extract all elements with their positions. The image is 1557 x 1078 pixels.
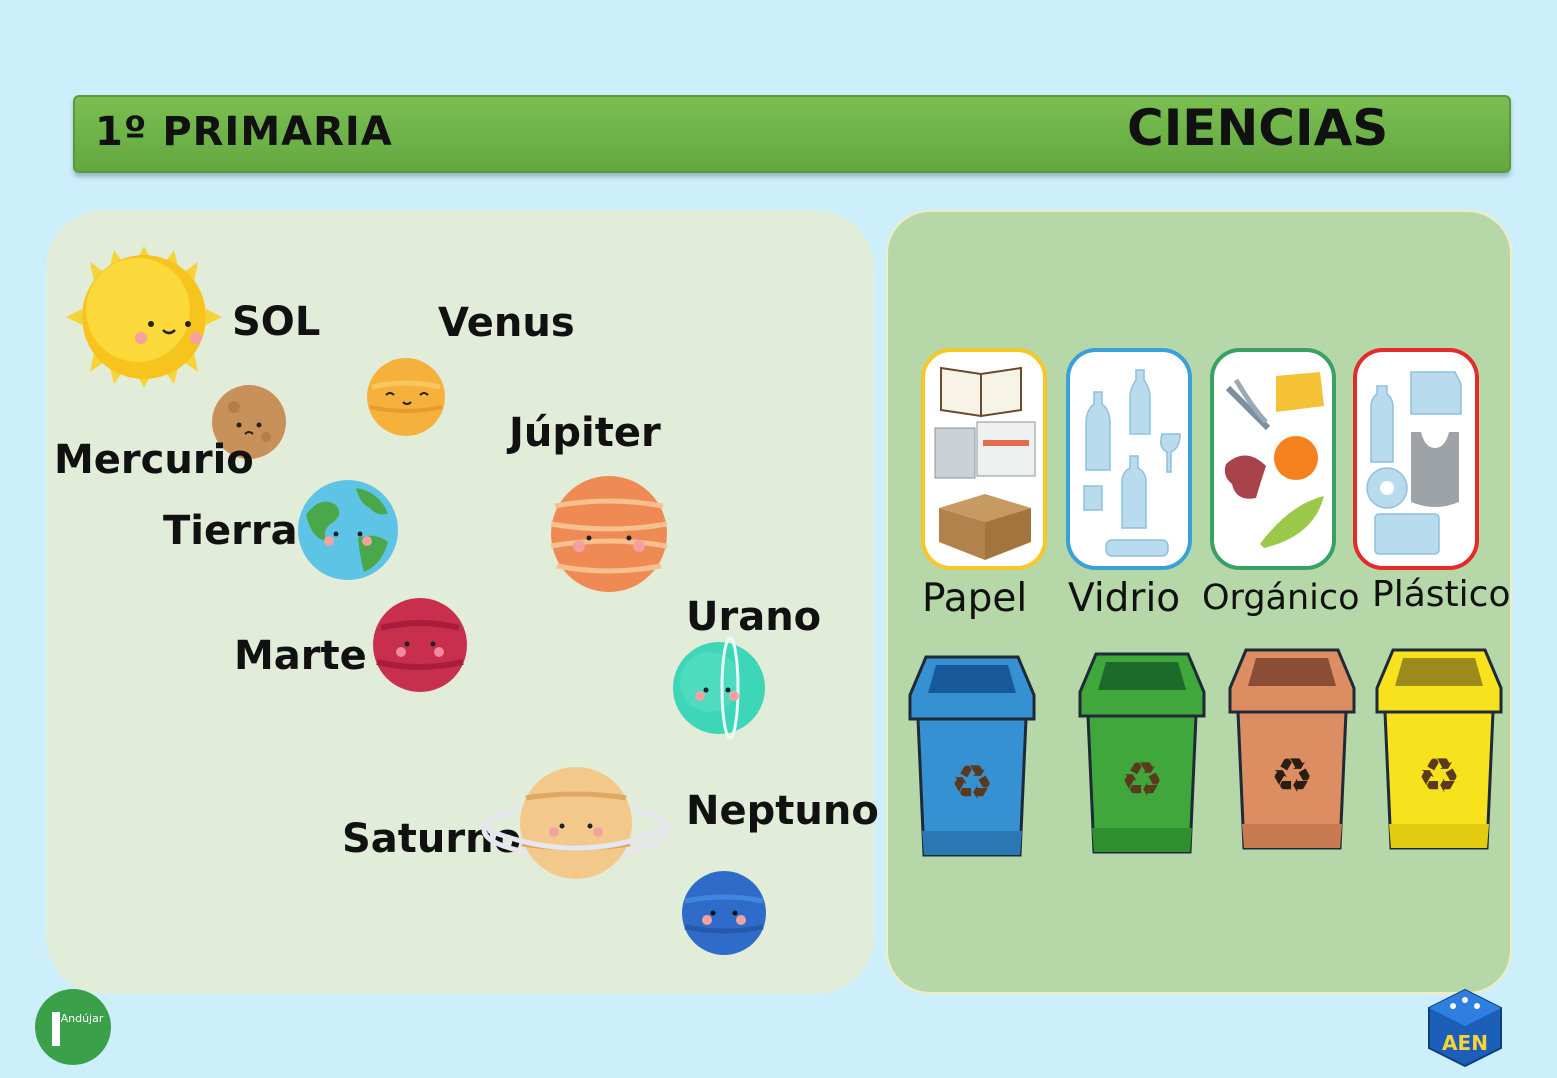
planet-label-urano: Urano (686, 594, 822, 640)
neptune-icon (682, 871, 766, 955)
subject-title: CIENCIAS (1127, 99, 1389, 157)
uranus-icon (673, 636, 765, 740)
svg-text:♻: ♻ (1417, 748, 1460, 804)
svg-text:♻: ♻ (950, 755, 993, 811)
header-bar: 1º PRIMARIA CIENCIAS (73, 95, 1511, 173)
jupiter-icon (550, 476, 668, 592)
category-label-organico: Orgánico (1202, 578, 1360, 618)
planet-label-venus: Venus (438, 300, 575, 346)
planet-label-mercurio: Mercurio (54, 437, 254, 483)
green-bin-icon: ♻ (1078, 652, 1206, 854)
planet-label-sol: SOL (232, 299, 321, 345)
recycling-panel (886, 210, 1512, 994)
svg-text:♻: ♻ (1120, 752, 1163, 808)
paper-card-icon (921, 348, 1047, 570)
glass-card-icon (1066, 348, 1192, 570)
mercury-icon (212, 385, 286, 459)
grade-title: 1º PRIMARIA (95, 109, 393, 155)
planet-label-tierra: Tierra (163, 508, 298, 554)
andujar-logo-icon: Andújar (35, 989, 111, 1065)
saturn-icon (481, 767, 671, 879)
planet-label-marte: Marte (234, 633, 367, 679)
earth-icon (298, 480, 398, 580)
venus-icon (367, 358, 445, 436)
category-label-vidrio: Vidrio (1068, 576, 1181, 621)
orange-bin-icon: ♻ (1228, 648, 1356, 850)
plastic-card-icon (1353, 348, 1479, 570)
aen-logo-text: AEN (1442, 1031, 1488, 1055)
aen-logo-icon: AEN (1428, 988, 1502, 1068)
yellow-bin-icon: ♻ (1375, 648, 1503, 850)
mars-icon (373, 598, 467, 692)
blue-bin-icon: ♻ (908, 655, 1036, 857)
svg-text:♻: ♻ (1270, 748, 1313, 804)
category-label-plastico: Plástico (1372, 574, 1511, 615)
sun-icon (66, 246, 222, 388)
andujar-logo-text: Andújar (61, 1012, 104, 1025)
category-label-papel: Papel (922, 576, 1028, 621)
planet-label-neptuno: Neptuno (686, 788, 879, 834)
planet-label-jupiter: Júpiter (509, 410, 661, 456)
organic-card-icon (1210, 348, 1336, 570)
